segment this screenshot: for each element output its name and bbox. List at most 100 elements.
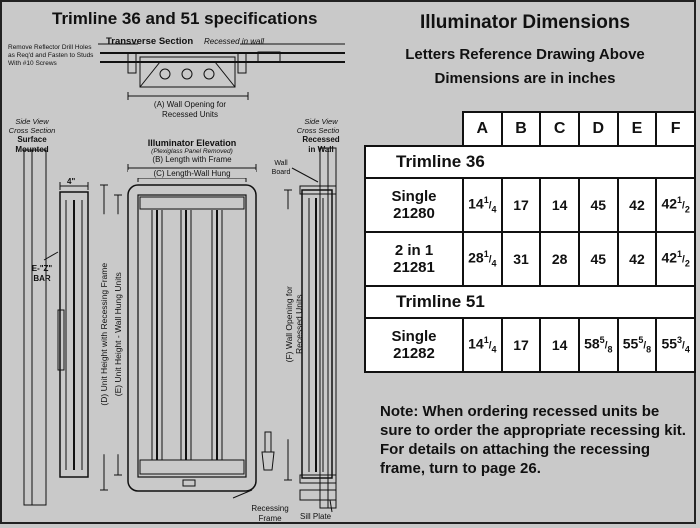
left-title: Trimline 36 and 51 specifications bbox=[52, 9, 318, 28]
dimension-cell: 42 bbox=[616, 231, 658, 287]
dimension-cell: 17 bbox=[500, 317, 542, 373]
whole-inches: 55 bbox=[622, 335, 639, 352]
dimension-cell: 14 bbox=[539, 177, 580, 233]
fraction-numerator: 1 bbox=[677, 195, 683, 206]
whole-inches: 42 bbox=[661, 249, 678, 266]
fraction-numerator: 5 bbox=[599, 335, 605, 346]
ez-bar-label-2: BAR bbox=[33, 274, 51, 283]
fraction-denominator: 4 bbox=[491, 204, 497, 215]
column-header: D bbox=[577, 111, 619, 147]
fraction-numerator: 1 bbox=[677, 249, 683, 260]
side-view-left-cap1: Side View bbox=[15, 117, 49, 126]
fraction-denominator: 8 bbox=[646, 344, 652, 355]
elevation-title: Illuminator Elevation bbox=[147, 138, 237, 148]
group-header: Trimline 51 bbox=[364, 285, 696, 319]
dimension-cell: 555/8 bbox=[616, 317, 658, 373]
column-header: F bbox=[655, 111, 696, 147]
dimension-cell: 14 bbox=[539, 317, 580, 373]
ez-bar-label: E-"Z" bbox=[31, 264, 53, 273]
whole-inches: 28 bbox=[551, 251, 568, 267]
dimension-cell: 31 bbox=[500, 231, 542, 287]
column-header: E bbox=[616, 111, 658, 147]
whole-inches: 14 bbox=[551, 337, 568, 353]
dimensions-subtitle-1: Letters Reference Drawing Above bbox=[405, 46, 645, 63]
whole-inches: 31 bbox=[513, 251, 529, 267]
whole-inches: 14 bbox=[468, 195, 484, 212]
side-view-right-cap1: Side View bbox=[304, 117, 338, 126]
dimension-cell: 141/4 bbox=[462, 317, 503, 373]
fraction-slash: / bbox=[488, 200, 492, 212]
wall-board-label-2: Board bbox=[271, 169, 291, 176]
model-number: 21281 bbox=[393, 259, 435, 276]
label-c: (C) Length-Wall Hung bbox=[128, 170, 256, 178]
fraction-slash: / bbox=[488, 340, 492, 352]
fraction-slash: / bbox=[682, 254, 685, 266]
fraction-numerator: 1 bbox=[483, 335, 489, 346]
label-a: (A) Wall Opening for bbox=[153, 100, 227, 109]
dimension-cell: 281/4 bbox=[462, 231, 503, 287]
recessing-frame-label-2: Frame bbox=[258, 514, 282, 523]
dimension-cell: 141/4 bbox=[462, 177, 503, 233]
dimension-cell: 42 bbox=[616, 177, 658, 233]
dimensions-subtitle-2: Dimensions are in inches bbox=[434, 70, 616, 87]
column-header: C bbox=[539, 111, 580, 147]
wall-board-label: Wall bbox=[274, 160, 288, 167]
label-d: (D) Unit Height with Recessing Frame bbox=[99, 214, 109, 455]
dimension-cell: 421/2 bbox=[655, 231, 696, 287]
dimension-cell: 585/8 bbox=[577, 317, 619, 373]
fraction-slash: / bbox=[488, 254, 492, 266]
label-f1: (F) Wall Opening for bbox=[284, 209, 294, 440]
whole-inches: 42 bbox=[629, 251, 645, 267]
fraction-slash: / bbox=[682, 200, 685, 212]
table-corner bbox=[365, 112, 463, 146]
side-view-left-mode1: Surface bbox=[17, 135, 47, 144]
label-f2: Recessed Units bbox=[293, 294, 304, 355]
model-type: 2 in 1 bbox=[394, 242, 434, 259]
fraction-numerator: 1 bbox=[483, 195, 489, 206]
model-type: Single bbox=[391, 328, 437, 345]
recessing-frame-label: Recessing bbox=[251, 504, 289, 513]
sill-plate-label: Sill Plate bbox=[300, 512, 332, 521]
transverse-title: Transverse Section bbox=[106, 36, 194, 47]
fraction-denominator: 4 bbox=[491, 258, 497, 269]
whole-inches: 45 bbox=[590, 251, 607, 267]
dimensions-title: Illuminator Dimensions bbox=[419, 12, 631, 33]
ordering-note: Note: When ordering recessed units be su… bbox=[380, 403, 686, 477]
whole-inches: 17 bbox=[513, 337, 529, 353]
fraction-numerator: 3 bbox=[677, 335, 683, 346]
whole-inches: 45 bbox=[590, 197, 607, 213]
fraction-denominator: 8 bbox=[607, 344, 613, 355]
model-type: Single bbox=[391, 188, 437, 205]
transverse-subtitle: Recessed in wall bbox=[204, 37, 265, 46]
side-view-left-cap2: Cross Section bbox=[8, 126, 56, 135]
dimension-cell: 45 bbox=[577, 177, 619, 233]
whole-inches: 42 bbox=[661, 195, 678, 212]
dimension-cell: 421/2 bbox=[655, 177, 696, 233]
model-number: 21280 bbox=[393, 205, 435, 222]
label-e: (E) Unit Height - Wall Hung Units bbox=[113, 214, 123, 455]
fraction-denominator: 2 bbox=[684, 204, 690, 215]
whole-inches: 17 bbox=[513, 197, 529, 213]
side-view-right-mode2: in Wall bbox=[308, 145, 334, 154]
fraction-slash: / bbox=[682, 340, 685, 352]
model-number: 21282 bbox=[393, 345, 435, 362]
fraction-denominator: 4 bbox=[491, 344, 497, 355]
label-b: (B) Length with Frame bbox=[152, 155, 232, 164]
width-label: 4" bbox=[67, 177, 76, 186]
label-a-2: Recessed Units bbox=[161, 110, 219, 119]
whole-inches: 42 bbox=[629, 197, 645, 213]
dimension-cell: 553/4 bbox=[655, 317, 696, 373]
side-view-right-cap2: Cross Sectio bbox=[296, 126, 340, 135]
side-view-left-mode2: Mounted bbox=[15, 145, 49, 154]
column-header: A bbox=[462, 111, 503, 147]
fraction-denominator: 2 bbox=[684, 258, 690, 269]
whole-inches: 28 bbox=[468, 249, 484, 266]
group-header: Trimline 36 bbox=[364, 145, 696, 179]
